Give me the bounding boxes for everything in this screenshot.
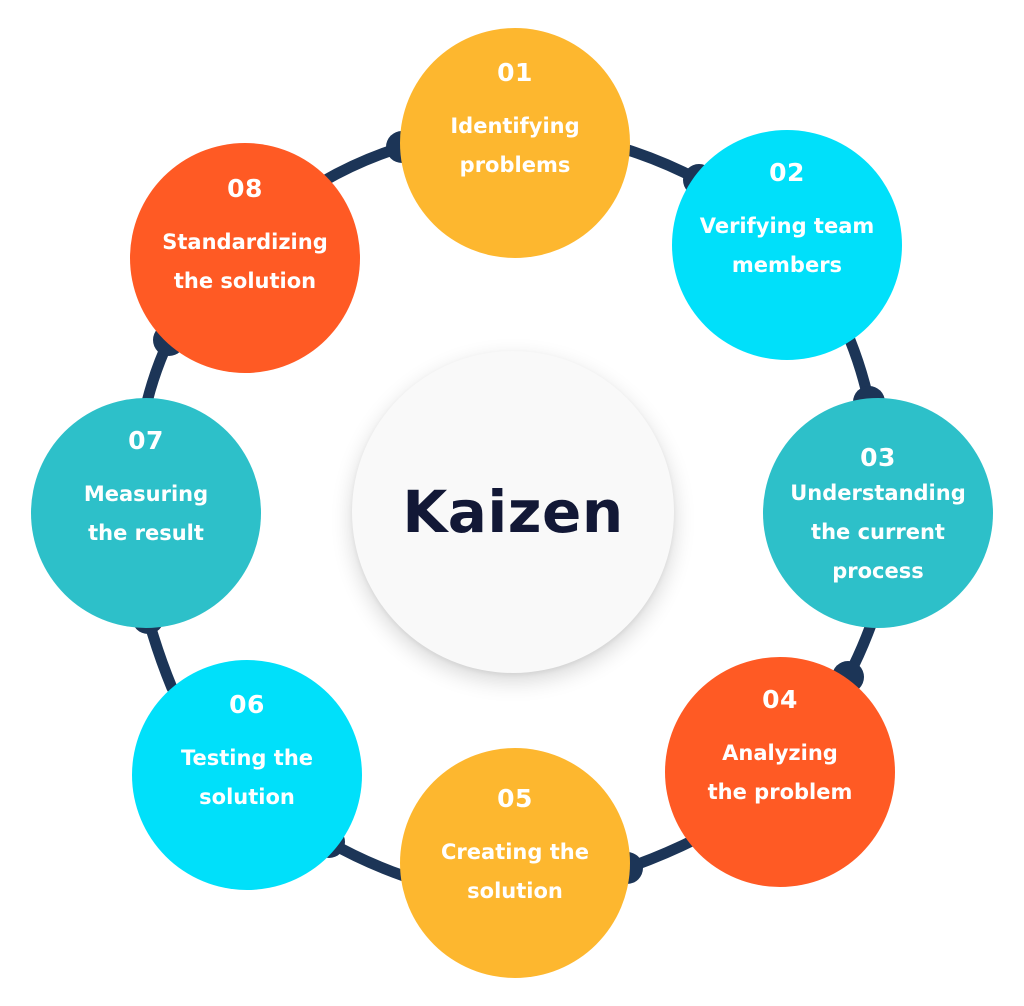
step-number: 04 [762, 685, 798, 714]
step-label-line: the solution [173, 269, 317, 293]
step-05-creating-the-solution: 05 Creating the solution [400, 748, 630, 978]
step-label-line: Standardizing [162, 230, 328, 254]
step-number: 05 [497, 784, 533, 813]
step-label-line: Understanding [790, 481, 966, 505]
step-label-line: members [731, 253, 843, 277]
step-08-standardizing-the-solution: 08 Standardizing the solution [130, 143, 360, 373]
step-label-line: the current [811, 520, 945, 544]
center-hub: Kaizen [352, 351, 674, 673]
step-label-line: Verifying team [699, 214, 875, 238]
step-number: 08 [227, 174, 263, 203]
step-label-line: process [832, 559, 924, 583]
step-number: 06 [229, 690, 265, 719]
step-06-testing-the-solution: 06 Testing the solution [132, 660, 362, 890]
step-label-line: Measuring [83, 482, 209, 506]
step-label-line: solution [199, 785, 295, 809]
step-label-line: Identifying [450, 114, 580, 138]
step-label-line: Testing the [180, 746, 314, 770]
step-label-line: Analyzing [722, 741, 838, 765]
step-01-identifying-problems: 01 Identifying problems [400, 28, 630, 258]
step-label-line: problems [459, 153, 571, 177]
step-number: 01 [497, 58, 533, 87]
step-02-verifying-team-members: 02 Verifying team members [672, 130, 902, 360]
step-07-measuring-the-result: 07 Measuring the result [31, 398, 261, 628]
step-04-analyzing-the-problem: 04 Analyzing the problem [665, 657, 895, 887]
step-03-understanding-current-process: 03 Understanding the current process [763, 398, 993, 628]
center-title: Kaizen [402, 478, 624, 546]
step-number: 03 [860, 443, 896, 472]
step-label-line: the result [88, 521, 204, 545]
step-number: 07 [128, 426, 164, 455]
step-label-line: the problem [707, 780, 853, 804]
step-number: 02 [769, 158, 805, 187]
step-label-line: Creating the [441, 840, 589, 864]
step-label-line: solution [467, 879, 563, 903]
